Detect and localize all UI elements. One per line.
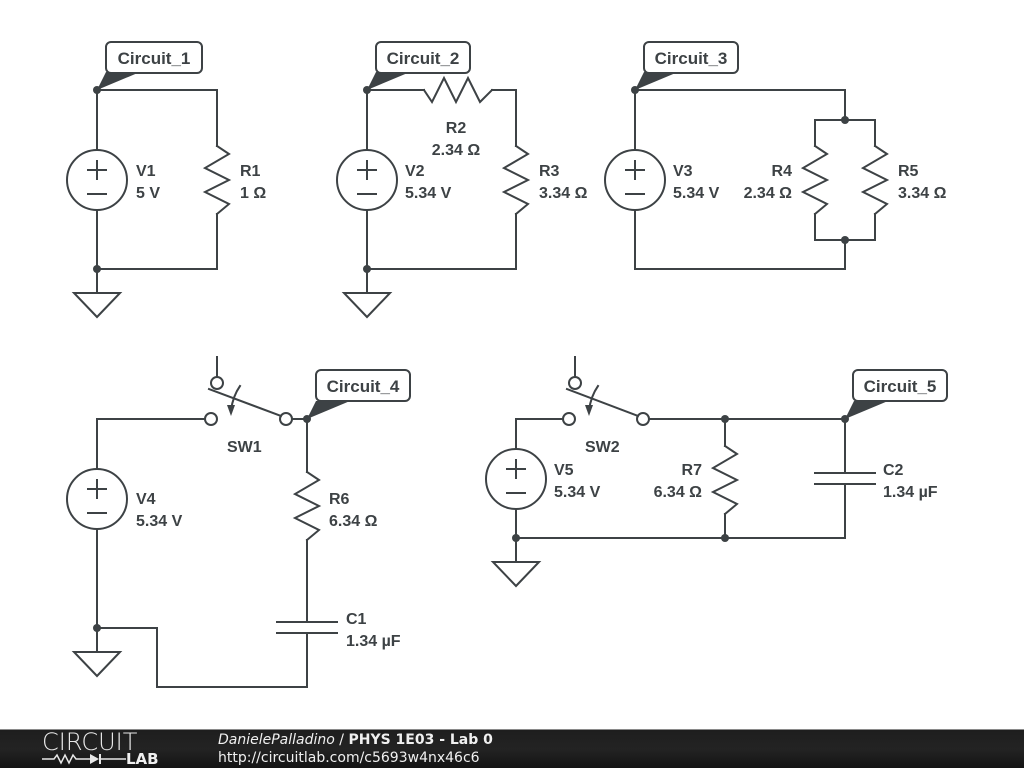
capacitor-c1[interactable] (276, 621, 338, 634)
capacitor-c2[interactable] (814, 472, 876, 485)
v1-value: 5 V (136, 185, 160, 202)
resistor-r1[interactable] (202, 144, 232, 216)
net-label-text: Circuit_5 (864, 377, 937, 396)
net-label-circuit-2[interactable]: Circuit_2 (367, 41, 471, 90)
r2-name: R2 (446, 120, 467, 137)
v2-name: V2 (405, 163, 425, 180)
logo-text-lab: LAB (126, 750, 159, 768)
node (841, 116, 849, 124)
r7-name: R7 (682, 462, 703, 479)
circuit-3: V3 5.34 V R4 2.34 Ω R5 3.34 Ω Circuit_3 (604, 41, 947, 270)
r7-value: 6.34 Ω (654, 484, 703, 501)
circuit-2: V2 5.34 V R2 2.34 Ω R3 3.34 Ω Circuit_2 (336, 41, 588, 318)
sw2-name: SW2 (585, 439, 620, 456)
voltage-source-v5[interactable] (485, 448, 547, 510)
v4-value: 5.34 V (136, 513, 183, 530)
voltage-source-v3[interactable] (604, 149, 666, 211)
node (512, 534, 520, 542)
circuitlab-logo[interactable]: CIRCUIT LAB (42, 730, 174, 769)
ground-icon (73, 292, 121, 318)
c1-value: 1.34 µF (346, 633, 401, 650)
v4-name: V4 (136, 491, 156, 508)
v3-name: V3 (673, 163, 693, 180)
r3-value: 3.34 Ω (539, 185, 588, 202)
c1-name: C1 (346, 611, 367, 628)
circuit-1: V1 5 V R1 1 Ω Circuit_1 (66, 41, 266, 318)
author-link[interactable]: DanielePalladino (218, 732, 335, 748)
schematic-url[interactable]: http://circuitlab.com/c5693w4nx46c6 (218, 750, 480, 766)
net-label-circuit-5[interactable]: Circuit_5 (845, 369, 948, 419)
voltage-source-v1[interactable] (66, 149, 128, 211)
circuit-4: V4 5.34 V SW1 R6 6.34 Ω C1 1.34 µF Circu… (66, 356, 411, 688)
r2-value: 2.34 Ω (432, 142, 481, 159)
net-label-circuit-1[interactable]: Circuit_1 (97, 41, 203, 90)
ground-icon (73, 651, 121, 677)
resistor-r4[interactable] (800, 144, 830, 216)
voltage-source-v2[interactable] (336, 149, 398, 211)
node (721, 534, 729, 542)
resistor-r6[interactable] (292, 470, 322, 542)
v5-value: 5.34 V (554, 484, 601, 501)
resistor-r5[interactable] (860, 144, 890, 216)
node (841, 236, 849, 244)
v1-name: V1 (136, 163, 156, 180)
resistor-r3[interactable] (501, 144, 531, 216)
net-label-text: Circuit_1 (118, 49, 191, 68)
switch-sw1[interactable] (204, 356, 293, 426)
r4-value: 2.34 Ω (744, 185, 793, 202)
resistor-diode-icon (42, 753, 126, 765)
v3-value: 5.34 V (673, 185, 720, 202)
c2-value: 1.34 µF (883, 484, 938, 501)
schematic-title: PHYS 1E03 - Lab 0 (348, 732, 493, 748)
circuit-info: DanielePalladino / PHYS 1E03 - Lab 0 htt… (218, 731, 493, 767)
node (93, 265, 101, 273)
node (721, 415, 729, 423)
resistor-r7[interactable] (710, 444, 740, 516)
resistor-r2[interactable] (422, 75, 494, 105)
r6-value: 6.34 Ω (329, 513, 378, 530)
r1-value: 1 Ω (240, 185, 266, 202)
net-label-circuit-4[interactable]: Circuit_4 (307, 369, 411, 419)
r5-name: R5 (898, 163, 919, 180)
net-label-text: Circuit_4 (327, 377, 400, 396)
ground-icon (343, 292, 391, 318)
logo-text-circuit: CIRCUIT (42, 728, 138, 756)
r4-name: R4 (772, 163, 793, 180)
node (93, 624, 101, 632)
r6-name: R6 (329, 491, 350, 508)
separator: / (334, 732, 349, 748)
voltage-source-v4[interactable] (66, 468, 128, 530)
net-label-circuit-3[interactable]: Circuit_3 (635, 41, 739, 90)
v2-value: 5.34 V (405, 185, 452, 202)
circuit-5: V5 5.34 V SW2 R7 6.34 Ω C2 1.34 µF Circu… (485, 356, 948, 587)
node (363, 265, 371, 273)
c2-name: C2 (883, 462, 904, 479)
schematic-canvas[interactable]: V1 5 V R1 1 Ω Circuit_1 V2 5.34 V R2 2.3… (0, 0, 1024, 729)
footer-bar: CIRCUIT LAB DanielePalladino / PHYS 1E03… (0, 729, 1024, 768)
switch-sw2[interactable] (562, 356, 650, 426)
sw1-name: SW1 (227, 439, 262, 456)
r1-name: R1 (240, 163, 261, 180)
net-label-text: Circuit_2 (387, 49, 460, 68)
r3-name: R3 (539, 163, 560, 180)
ground-icon (492, 561, 540, 587)
v5-name: V5 (554, 462, 574, 479)
net-label-text: Circuit_3 (655, 49, 728, 68)
r5-value: 3.34 Ω (898, 185, 947, 202)
